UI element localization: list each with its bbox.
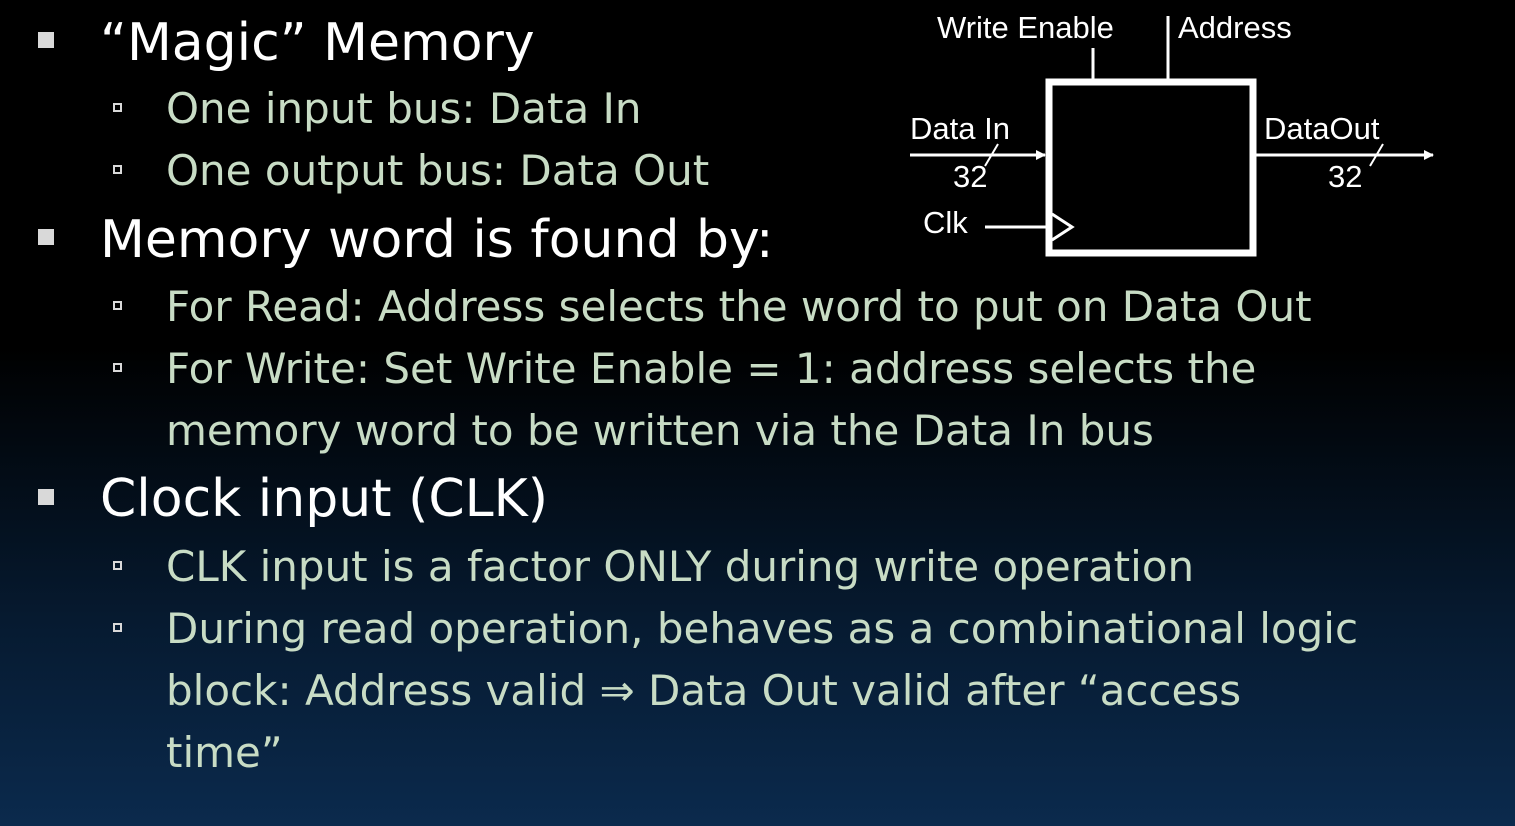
bullet-marker: [38, 32, 54, 48]
heading-magic-memory: “Magic” Memory: [100, 13, 535, 73]
sub-bullet-marker: [113, 561, 122, 570]
sub-bullet-clk-read-cont: block: Address valid ⇒ Data Out valid af…: [166, 666, 1242, 715]
heading-clock-input: Clock input (CLK): [100, 469, 549, 529]
label-write-enable: Write Enable: [937, 10, 1114, 45]
label-data-out-width: 32: [1328, 159, 1362, 194]
clk-triangle: [1051, 212, 1075, 242]
bullet-marker: [38, 489, 54, 505]
sub-bullet-data-out: One output bus: Data Out: [166, 146, 710, 195]
sub-bullet-data-in: One input bus: Data In: [166, 84, 642, 133]
sub-bullet-write: For Write: Set Write Enable = 1: address…: [166, 344, 1257, 393]
sub-bullet-marker: [113, 301, 122, 310]
sub-bullet-read: For Read: Address selects the word to pu…: [166, 282, 1312, 331]
sub-bullet-clk-write: CLK input is a factor ONLY during write …: [166, 542, 1195, 591]
sub-bullet-write-cont: memory word to be written via the Data I…: [166, 406, 1154, 455]
data-in-width-slash: [984, 143, 999, 167]
label-data-out: DataOut: [1264, 111, 1380, 146]
label-data-in: Data In: [910, 111, 1010, 146]
label-data-in-width: 32: [953, 159, 987, 194]
sub-bullet-clk-read-cont2: time”: [166, 728, 283, 777]
bullet-marker: [38, 229, 54, 245]
data-out-width-slash: [1369, 143, 1384, 167]
memory-box: [1045, 78, 1257, 257]
heading-memory-word: Memory word is found by:: [100, 210, 774, 270]
sub-bullet-marker: [113, 103, 122, 112]
label-address: Address: [1178, 10, 1292, 45]
label-clk: Clk: [923, 205, 968, 240]
sub-bullet-clk-read: During read operation, behaves as a comb…: [166, 604, 1359, 653]
sub-bullet-marker: [113, 363, 122, 372]
sub-bullet-marker: [113, 623, 122, 632]
sub-bullet-marker: [113, 165, 122, 174]
